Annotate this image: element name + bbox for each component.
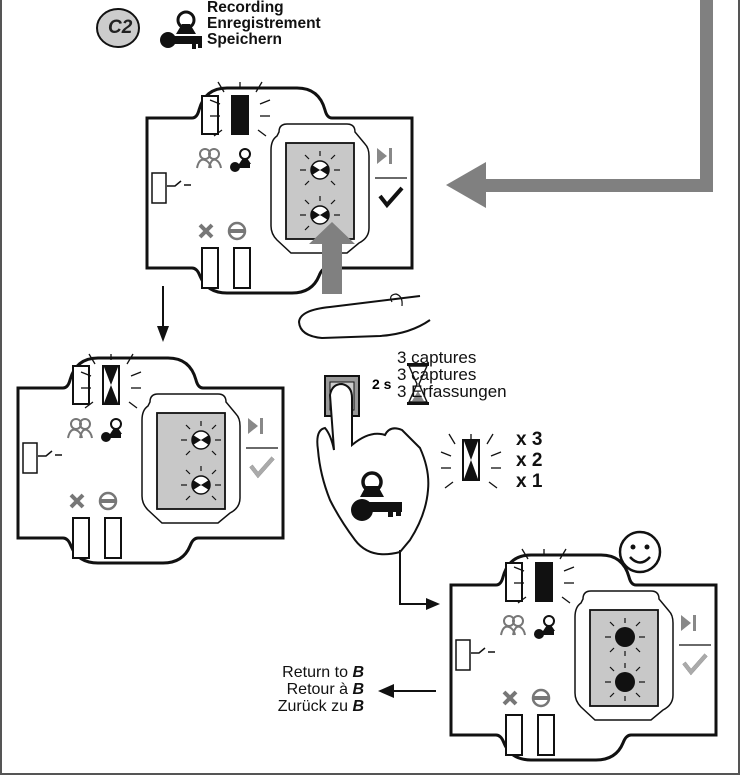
- return-arrow: [378, 684, 436, 698]
- flow-arrow-down: [157, 286, 169, 342]
- return-en: Return to B: [282, 664, 364, 681]
- smiley-icon: [618, 530, 662, 574]
- return-to-b: Return to B Retour à B Zurück zu B: [248, 664, 364, 715]
- flow-arrow-to-result: [399, 550, 440, 610]
- flashing-led-icon: [440, 433, 502, 489]
- recording-title: Recording Enregistrement Speichern: [207, 0, 321, 48]
- finger: [297, 293, 431, 340]
- step-badge: [96, 8, 140, 48]
- captures-fr: 3 captures: [397, 365, 477, 384]
- return-de: Zurück zu B: [277, 698, 364, 715]
- title-en: Recording: [207, 0, 284, 16]
- captures-de: 3 Erfassungen: [397, 382, 507, 401]
- return-fr: Retour à B: [286, 681, 364, 698]
- title-de: Speichern: [207, 31, 282, 48]
- step-badge-label: C2: [108, 17, 133, 38]
- captures-list: 3 captures 3 captures 3 Erfassungen: [397, 349, 507, 400]
- key-icon: [160, 10, 202, 49]
- flash-count-2: x 2: [516, 450, 543, 471]
- flash-count-3: x 3: [516, 429, 543, 450]
- captures-en: 3 captures: [397, 348, 477, 367]
- device-step-3: [449, 548, 718, 762]
- device-step-2: [16, 353, 285, 565]
- hand-with-key-fob: [316, 375, 430, 556]
- flash-count-1: x 1: [516, 471, 543, 492]
- return-loop-arrow: [446, 0, 713, 208]
- flash-count-list: x 3 x 2 x 1: [516, 429, 542, 492]
- hold-duration: 2 s: [372, 376, 392, 392]
- title-fr: Enregistrement: [207, 15, 321, 32]
- press-arrow: [309, 222, 355, 294]
- device-step-1: [145, 81, 414, 295]
